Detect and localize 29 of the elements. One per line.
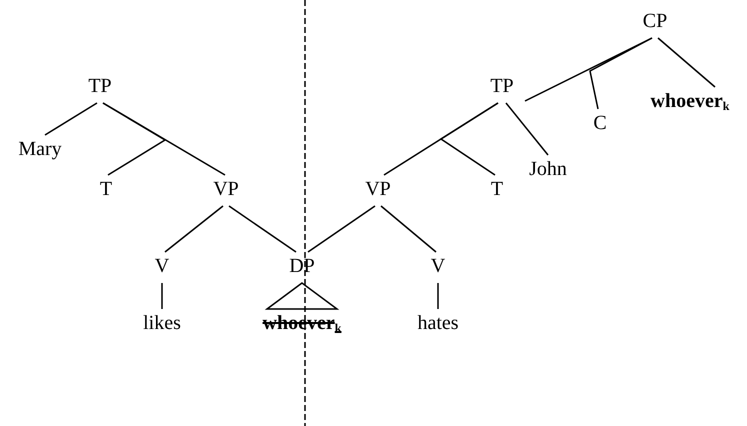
tree-branch <box>589 37 652 110</box>
tree-branch <box>164 205 224 253</box>
category-label: C <box>593 112 607 135</box>
tree-branch <box>505 102 549 156</box>
triangle-branch <box>264 282 340 310</box>
category-label: TP <box>88 75 112 98</box>
word-label: likes <box>143 312 181 335</box>
category-label: DP <box>289 255 315 278</box>
tree-branch <box>228 205 296 253</box>
category-label: T <box>100 178 112 201</box>
tree-branch <box>658 37 716 88</box>
category-label: TP <box>490 75 514 98</box>
tree-branch <box>44 102 98 136</box>
category-label: V <box>154 255 170 278</box>
tree-branch <box>437 283 439 309</box>
category-label: VP <box>213 178 239 201</box>
category-label: T <box>490 178 504 201</box>
tree-branch <box>308 205 376 253</box>
category-label: V <box>430 255 446 278</box>
tree-branch <box>102 102 226 176</box>
category-label: VP <box>365 178 391 201</box>
word-label: whoever$_{k}$ <box>650 90 730 113</box>
tree-branch <box>380 205 436 253</box>
word-label: hates <box>417 312 459 335</box>
tree-branch <box>440 102 498 176</box>
tree-branch <box>161 283 163 309</box>
category-label: CP <box>642 10 668 33</box>
word-label: John <box>529 158 567 181</box>
word-label: Mary <box>18 138 62 161</box>
